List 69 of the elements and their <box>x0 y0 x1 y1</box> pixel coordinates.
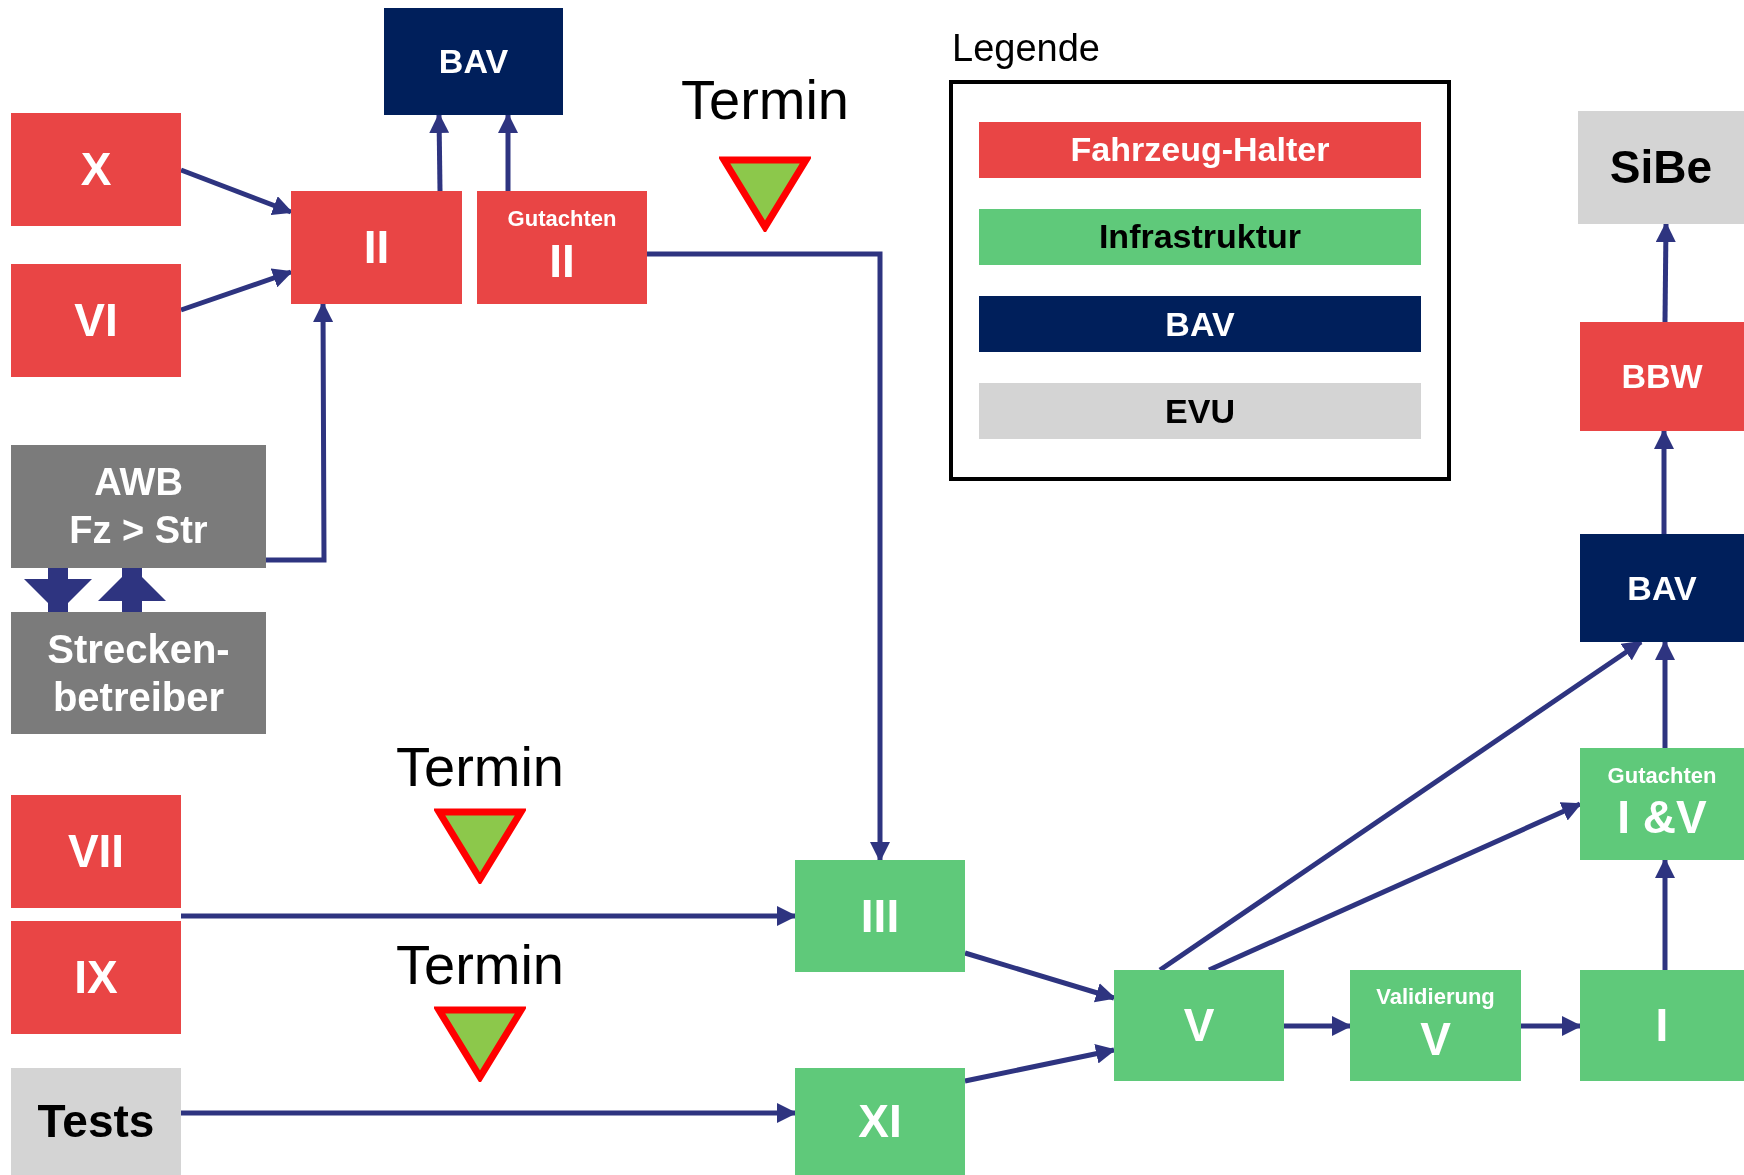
block-arrow <box>98 567 166 612</box>
box-label: VI <box>74 293 118 348</box>
arrow <box>429 113 450 192</box>
box-label: Strecken- betreiber <box>46 626 231 721</box>
milestone-label: Termin <box>396 937 564 993</box>
operator-box <box>11 612 266 734</box>
box-label: Fz > Str <box>69 507 208 553</box>
milestone-label: Termin <box>681 72 849 128</box>
arrow <box>180 167 293 215</box>
arrow <box>1521 1016 1582 1036</box>
authority-box <box>1580 534 1744 642</box>
box-label: I &V <box>1617 790 1707 845</box>
legend-label: EVU <box>1165 390 1235 432</box>
test-box <box>11 1068 181 1175</box>
legend-label: Infrastruktur <box>1098 216 1302 258</box>
box-label: II <box>363 220 390 275</box>
arrow <box>1207 801 1582 973</box>
arrow <box>181 1103 797 1123</box>
report-box <box>1580 748 1744 860</box>
report-box <box>477 191 647 304</box>
infrastructure-box <box>795 1068 965 1175</box>
box-label: SiBe <box>1609 140 1713 195</box>
block-arrow <box>24 568 92 613</box>
authority-box <box>384 8 563 115</box>
arrow <box>181 906 797 926</box>
infrastructure-box <box>1114 970 1284 1081</box>
holder-box <box>11 264 181 377</box>
holder-box <box>11 113 181 226</box>
arrow <box>964 1043 1116 1084</box>
arrow <box>647 251 890 862</box>
box-label: X <box>80 142 112 197</box>
box-heading: AWB <box>94 460 183 505</box>
arrow <box>1655 640 1675 748</box>
box-label: IX <box>74 950 118 1005</box>
box-label: VII <box>67 824 125 879</box>
legend-label: Fahrzeug-Halter <box>1070 129 1330 171</box>
arrow <box>498 113 518 191</box>
arrow <box>1654 429 1674 534</box>
box-label: Tests <box>37 1094 155 1149</box>
infrastructure-box <box>1580 970 1744 1081</box>
safety-box <box>1578 111 1744 224</box>
box-label: V <box>1183 998 1215 1053</box>
holder-box <box>11 921 181 1034</box>
arrow <box>180 268 293 313</box>
operator-box <box>11 445 266 568</box>
holder-box <box>1580 322 1744 431</box>
arrow <box>1655 858 1675 970</box>
box-heading: Validierung <box>1376 983 1495 1011</box>
box-label: BAV <box>1627 567 1697 609</box>
box-label: I <box>1655 998 1669 1053</box>
box-label: XI <box>858 1094 902 1149</box>
arrow <box>266 302 334 563</box>
box-label: II <box>549 233 575 289</box>
legend-label: BAV <box>1165 303 1235 345</box>
arrow <box>964 950 1116 1003</box>
validation-box <box>1350 970 1521 1081</box>
holder-box <box>11 795 181 908</box>
arrow <box>1284 1016 1352 1036</box>
legend-title: Legende <box>952 26 1100 71</box>
box-label: III <box>860 888 900 944</box>
box-label: V <box>1420 1011 1451 1067</box>
milestone-label: Termin <box>396 739 564 795</box>
box-label: BAV <box>438 41 509 82</box>
box-label: BBW <box>1621 356 1703 397</box>
infrastructure-box <box>795 860 965 972</box>
box-heading: Gutachten <box>507 205 617 233</box>
arrow <box>1655 222 1676 323</box>
box-heading: Gutachten <box>1607 761 1717 789</box>
holder-box <box>291 191 462 304</box>
